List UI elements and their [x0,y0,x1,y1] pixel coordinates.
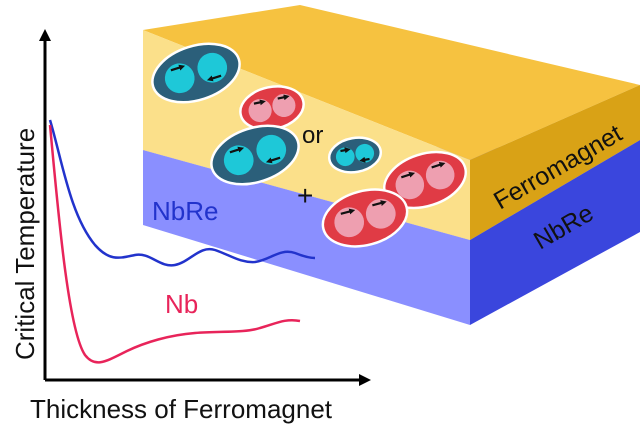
nbre-side-face [470,140,640,325]
plus-operator: + [297,180,313,211]
ferromagnet-top-face [143,5,640,160]
spin-up-arrow [277,94,290,101]
nb-curve [48,124,301,364]
triplet-pair [239,85,305,131]
spin-up-arrow [170,64,186,72]
singlet-pair [151,42,241,104]
electron [365,198,396,229]
singlet-pair [210,124,300,186]
triplet-pair [321,188,409,248]
spin-down-arrow [265,156,281,164]
spin-down-arrow [359,156,370,163]
spin-up-arrow [372,200,387,207]
tc-plot: NbRe Nb Critical Temperature Thickness o… [10,29,371,424]
spin-down-arrow [206,74,222,82]
nbre-front-face [143,150,470,325]
electron [334,207,365,238]
spin-up-arrow [253,99,266,106]
spin-up-arrow [340,147,351,154]
y-axis-label: Critical Temperature [10,128,40,360]
spin-up-arrow [229,146,245,154]
x-axis-label: Thickness of Ferromagnet [30,394,333,424]
nb-curve-label: Nb [165,289,198,319]
nbre-curve [48,119,316,267]
cooper-pairs [151,42,467,248]
ferromagnet-side-face [470,85,640,240]
nbre-curve-label: NbRe [152,196,218,226]
or-operator: or [302,122,323,149]
spin-up-arrow [431,161,446,169]
singlet-pair [327,136,383,174]
spin-up-arrow [400,171,416,179]
spin-up-arrow [340,208,356,215]
